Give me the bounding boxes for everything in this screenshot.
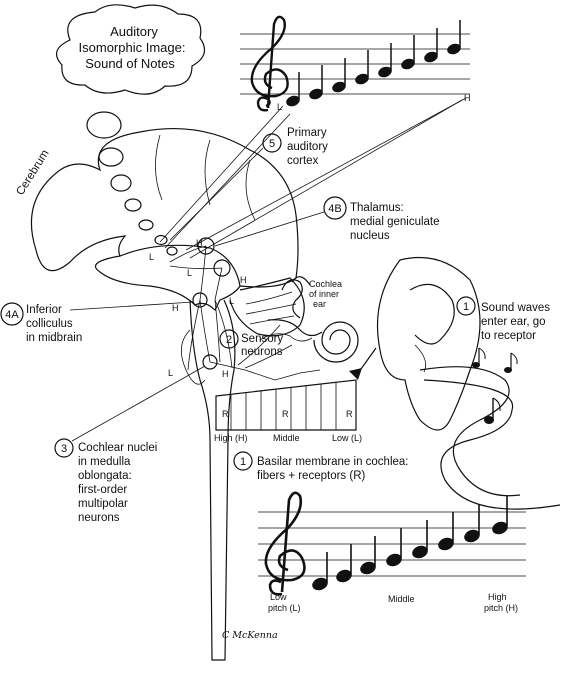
step-3-line2: in medulla xyxy=(78,456,131,468)
callout-sensory-neurons: 2 Sensory neurons xyxy=(219,329,283,358)
top-staff-high-marker: H xyxy=(464,93,471,103)
path-letter-l3: L xyxy=(229,296,234,306)
path-letter-l4: L xyxy=(168,368,173,378)
projection-lines xyxy=(159,97,467,259)
sound-waves xyxy=(419,366,561,510)
middle-pitch-label: Middle xyxy=(388,594,415,604)
ear-icon xyxy=(376,256,481,431)
step-3-line3: oblongata: xyxy=(78,470,132,482)
path-letter-l2: L xyxy=(187,268,192,278)
step-4b-line1: Thalamus: xyxy=(350,202,404,214)
step-1-line3: to receptor xyxy=(481,330,536,342)
bottom-staff-notes xyxy=(312,496,508,591)
basilar-middle-label: Middle xyxy=(273,433,300,443)
step-4a-number: 4A xyxy=(5,309,19,321)
step-3-line6: neurons xyxy=(78,512,120,524)
top-staff: L H xyxy=(240,15,471,112)
step-1b-line1: Basilar membrane in cochlea: xyxy=(257,456,409,468)
cerebrum-label: Cerebrum xyxy=(14,148,51,198)
step-4a-line2: colliculus xyxy=(26,318,73,330)
treble-clef-icon xyxy=(250,15,289,112)
step-1b-number: 1 xyxy=(240,456,246,468)
basilar-membrane: R R R High (H) Middle Low (L) xyxy=(214,347,377,443)
low-pitch-label-line1: Low xyxy=(270,592,287,602)
signature: C McKenna xyxy=(222,630,278,641)
cochlea-icon xyxy=(259,276,359,363)
top-staff-low-marker: L xyxy=(277,102,282,112)
musical-note-icon xyxy=(472,347,518,424)
receptor-middle: R xyxy=(282,409,289,419)
high-pitch-label-line2: pitch (H) xyxy=(484,603,518,613)
path-letter-h1: H xyxy=(196,238,203,248)
receptor-low: R xyxy=(346,409,353,419)
callout-basilar-membrane: 1 Basilar membrane in cochlea: fibers + … xyxy=(233,451,409,482)
step-3-line5: multipolar xyxy=(78,498,128,510)
callout-primary-auditory-cortex: 5 Primary auditory cortex xyxy=(169,127,328,241)
step-4a-line1: Inferior xyxy=(26,304,62,316)
step-5-number: 5 xyxy=(269,138,275,150)
path-letter-h3: H xyxy=(172,303,179,313)
cochlea-label-line2: of inner xyxy=(309,289,339,299)
top-staff-notes xyxy=(286,20,461,107)
step-5-line2: auditory xyxy=(287,141,328,153)
path-letter-l1: L xyxy=(149,252,154,262)
basilar-high-label: High (H) xyxy=(214,433,248,443)
thought-cloud: Auditory Isomorphic Image: Sound of Note… xyxy=(55,4,206,256)
brain-icon xyxy=(30,127,305,661)
step-4b-number: 4B xyxy=(328,203,341,215)
step-4b-line3: nucleus xyxy=(350,230,390,242)
cloud-title-line3: Sound of Notes xyxy=(85,56,175,71)
step-2-line1: Sensory xyxy=(241,333,283,345)
callout-cochlear-nuclei: 3 Cochlear nuclei in medulla oblongata: … xyxy=(54,365,206,524)
cochlea-label-line1: Cochlea xyxy=(309,279,342,289)
callout-sound-waves: 1 Sound waves enter ear, go to receptor xyxy=(456,296,550,342)
callout-inferior-colliculus: 4A Inferior colliculus in midbrain xyxy=(0,301,194,344)
step-3-line1: Cochlear nuclei xyxy=(78,442,157,454)
high-pitch-label-line1: High xyxy=(488,592,507,602)
callout-thalamus: 4B Thalamus: medial geniculate nucleus xyxy=(214,196,440,247)
step-1-line2: enter ear, go xyxy=(481,316,546,328)
basilar-low-label: Low (L) xyxy=(332,433,362,443)
step-1b-line2: fibers + receptors (R) xyxy=(257,470,365,482)
auditory-pathway: L H L H L H L H xyxy=(149,237,321,381)
step-5-line1: Primary xyxy=(287,127,327,139)
cloud-title-line1: Auditory xyxy=(110,24,158,39)
step-5-line3: cortex xyxy=(287,155,319,167)
cloud-title-line2: Isomorphic Image: xyxy=(79,40,186,55)
receptor-high: R xyxy=(222,409,229,419)
step-3-line4: first-order xyxy=(78,484,127,496)
step-1-number: 1 xyxy=(463,301,469,313)
low-pitch-label-line2: pitch (L) xyxy=(268,603,301,613)
step-4a-line3: in midbrain xyxy=(26,332,82,344)
step-2-line2: neurons xyxy=(241,346,283,358)
path-letter-h2: H xyxy=(240,275,247,285)
step-1-line1: Sound waves xyxy=(481,302,550,314)
step-4b-line2: medial geniculate xyxy=(350,216,440,228)
treble-clef-icon-bottom xyxy=(264,491,306,596)
step-2-number: 2 xyxy=(226,334,232,346)
bottom-staff: Low pitch (L) Middle High pitch (H) xyxy=(258,491,526,613)
step-3-number: 3 xyxy=(61,443,67,455)
cochlea-label-line3: ear xyxy=(313,299,326,309)
path-letter-h4: H xyxy=(222,369,229,379)
